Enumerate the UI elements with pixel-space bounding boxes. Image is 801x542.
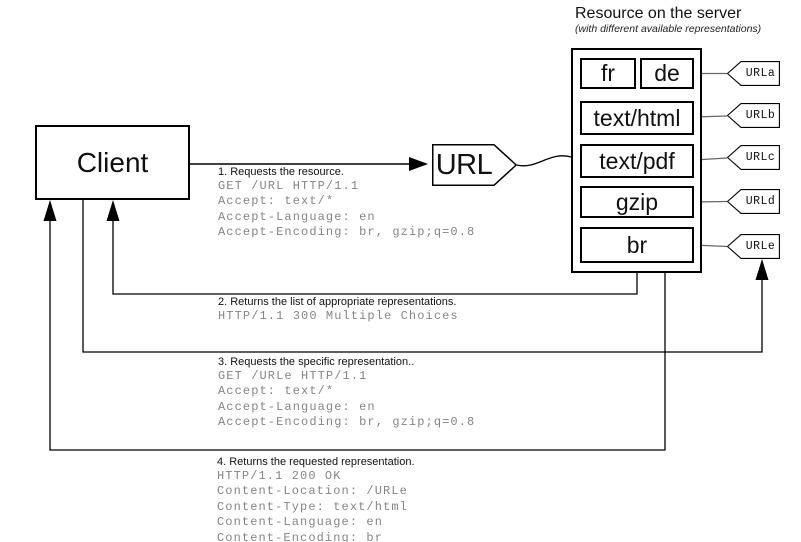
url-tag-b: URLb [727,103,780,128]
arrow-return-representation-line [49,221,666,451]
representation-br: br [580,227,694,263]
arrow-request-resource-head [409,157,428,171]
representation-de: de [640,58,694,89]
url-tag-d: URLd [727,189,780,214]
representation-label: de [654,60,680,86]
tag-shape [727,189,780,214]
representation-label: text/html [593,104,681,131]
arrow-return-list-head [106,200,120,221]
arrow-return-representation-head [43,200,57,221]
message-4-returns-representation: 4. Returns the requested representation.… [217,456,415,542]
http-line: GET /URLe HTTP/1.1 [218,369,368,383]
http-line: HTTP/1.1 300 Multiple Choices [218,309,459,323]
url-tag-e: URLe [727,234,780,259]
http-line: GET /URL HTTP/1.1 [218,179,360,193]
http-line: Content-Type: text/html [217,499,408,514]
representation-label: text/pdf [599,147,675,174]
http-line: HTTP/1.1 200 OK [217,469,342,483]
message-2-returns-list: 2. Returns the list of appropriate repre… [218,296,459,324]
arrow-request-specific-line [82,200,763,353]
message-label: 1. Requests the resource. [218,166,344,178]
message-http-lines: HTTP/1.1 200 OK Content-Location: /URLe … [217,469,415,542]
url-tag-label: URLd [745,195,776,208]
http-line: Content-Language: en [217,515,384,530]
representation-label: fr [600,60,616,86]
message-1-request-resource: 1. Requests the resource. GET /URL HTTP/… [218,166,475,241]
http-line: Accept: text/* [218,194,335,209]
tag-shape [727,103,780,128]
http-line: Accept-Language: en [218,399,376,414]
representation-text-pdf: text/pdf [580,144,694,178]
url-node-label: URL [435,148,493,181]
server-subtitle: (with different available representation… [575,23,762,35]
representation-label: br [626,231,648,258]
arrow-return-list-line [112,221,638,295]
http-line: Content-Location: /URLe [217,484,408,499]
url-tag-label: URLb [745,109,776,122]
url-tag-a: URLa [727,61,780,86]
representation-label: gzip [615,188,659,215]
client-box: Client [35,125,190,200]
client-label: Client [76,146,149,178]
message-label: 2. Returns the list of appropriate repre… [218,296,457,308]
tag-shape [727,61,780,86]
http-line: Accept: text/* [218,384,335,399]
message-http-lines: HTTP/1.1 300 Multiple Choices [218,309,459,324]
http-line: Content-Encoding: br [217,530,384,542]
message-label: 3. Requests the specific representation.… [218,356,415,368]
message-3-request-specific: 3. Requests the specific representation.… [218,356,475,431]
http-line: Accept-Encoding: br, gzip;q=0.8 [218,225,476,240]
url-to-server-connector [516,155,572,167]
http-line: Accept-Encoding: br, gzip;q=0.8 [218,415,476,430]
tag-shape [727,234,780,259]
representation-fr: fr [580,58,636,89]
url-tag-label: URLe [745,240,776,253]
arrow-request-specific-head [755,259,769,280]
url-pentagon-shape [432,144,517,186]
url-node: URL [432,144,517,186]
tag-shape [727,145,780,170]
message-label: 4. Returns the requested representation. [217,456,415,468]
message-http-lines: GET /URLe HTTP/1.1 Accept: text/* Accept… [218,369,475,431]
representation-text-html: text/html [580,101,694,135]
message-http-lines: GET /URL HTTP/1.1 Accept: text/* Accept-… [218,179,475,241]
representation-gzip: gzip [580,186,694,218]
http-line: Accept-Language: en [218,209,376,224]
url-tag-c: URLc [727,145,780,170]
url-tag-label: URLa [745,67,776,80]
url-tag-label: URLc [745,151,776,164]
server-title: Resource on the server [575,5,742,22]
